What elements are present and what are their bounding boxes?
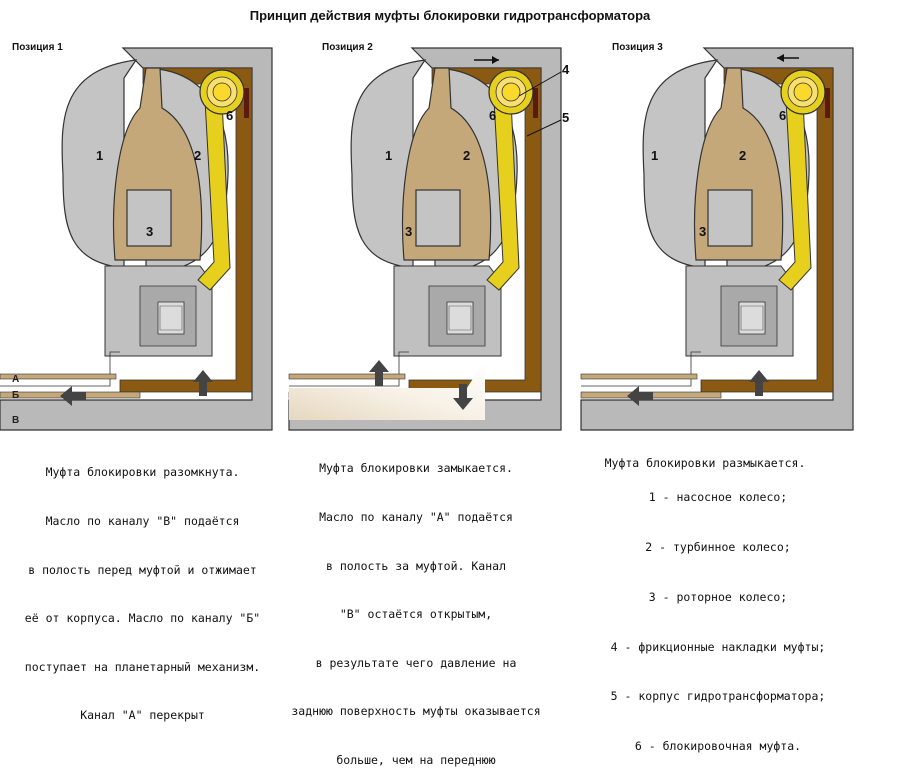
part-4-label: 4 (562, 62, 570, 77)
parts-legend: 1 - насосное колесо; 2 - турбинное колес… (568, 456, 868, 771)
description-line: "В" остаётся открытым, (339, 607, 493, 622)
description-line: в результате чего давление на (315, 655, 517, 670)
position-1-cutaway: 1 2 3 6 А Б В (0, 47, 273, 431)
position-3-label: Позиция 3 (612, 42, 663, 53)
clutch-direction-arrow-icon (492, 56, 499, 64)
channel-v-label: В (12, 415, 19, 426)
legend-item: 4 - фрикционные накладки муфты; (610, 639, 826, 654)
position-3-description: Муфта блокировки размыкается. (555, 423, 855, 488)
legend-item: 5 - корпус гидротрансформатора; (610, 689, 826, 704)
part-6-label: 6 (489, 108, 496, 123)
diagram-title: Принцип действия муфты блокировки гидрот… (249, 8, 651, 23)
clutch-direction-arrow-icon (777, 54, 784, 62)
description-line: Муфта блокировки размыкается. (604, 456, 806, 471)
channel-a-arrow-icon (369, 360, 389, 386)
description-line: Канал "А" перекрыт (80, 708, 205, 723)
part-2-label: 2 (463, 148, 470, 163)
part-2-label: 2 (194, 148, 201, 163)
position-1-label: Позиция 1 (12, 42, 63, 53)
legend-item: 1 - насосное колесо; (648, 490, 788, 505)
torque-converter-diagram: 1 2 3 6 А Б В 1 2 3 6 4 5 1 2 3 6 (0, 47, 854, 431)
legend-item: 2 - турбинное колесо; (645, 539, 791, 554)
description-line: больше, чем на переднюю (336, 753, 496, 768)
legend-item: 6 - блокировочная муфта. (634, 739, 802, 754)
part-5-label: 5 (562, 110, 569, 125)
description-line: Масло по каналу "В" подаётся (45, 514, 240, 529)
part-3-label: 3 (146, 224, 153, 239)
description-line: в полость за муфтой. Канал (325, 558, 506, 573)
description-line: в полость перед муфтой и отжимает (28, 562, 257, 577)
description-line: Муфта блокировки разомкнута. (45, 465, 240, 480)
position-1-description: Муфта блокировки разомкнута. Масло по ка… (0, 432, 285, 740)
position-2-cutaway: 1 2 3 6 4 5 (288, 47, 570, 431)
description-line: заднюю поверхность муфты оказывается (291, 704, 541, 719)
position-2-label: Позиция 2 (322, 42, 373, 53)
description-line: Масло по каналу "А" подаётся (319, 510, 513, 525)
position-3-cutaway: 1 2 3 6 (580, 47, 854, 431)
channel-b-label: Б (12, 390, 19, 401)
description-line: Муфта блокировки замыкается. (319, 461, 513, 476)
part-6-label: 6 (779, 108, 786, 123)
legend-item: 3 - роторное колесо; (648, 589, 788, 604)
position-2-description: Муфта блокировки замыкается. Масло по ка… (266, 428, 566, 784)
description-line: поступает на планетарный механизм. (24, 659, 261, 674)
part-1-label: 1 (651, 148, 658, 163)
description-line: её от корпуса. Масло по каналу "Б" (24, 611, 261, 626)
part-1-label: 1 (385, 148, 392, 163)
part-6-label: 6 (226, 108, 233, 123)
part-1-label: 1 (96, 148, 103, 163)
part-3-label: 3 (405, 224, 412, 239)
part-2-label: 2 (739, 148, 746, 163)
channel-a-label: А (12, 374, 19, 385)
part-3-label: 3 (699, 224, 706, 239)
